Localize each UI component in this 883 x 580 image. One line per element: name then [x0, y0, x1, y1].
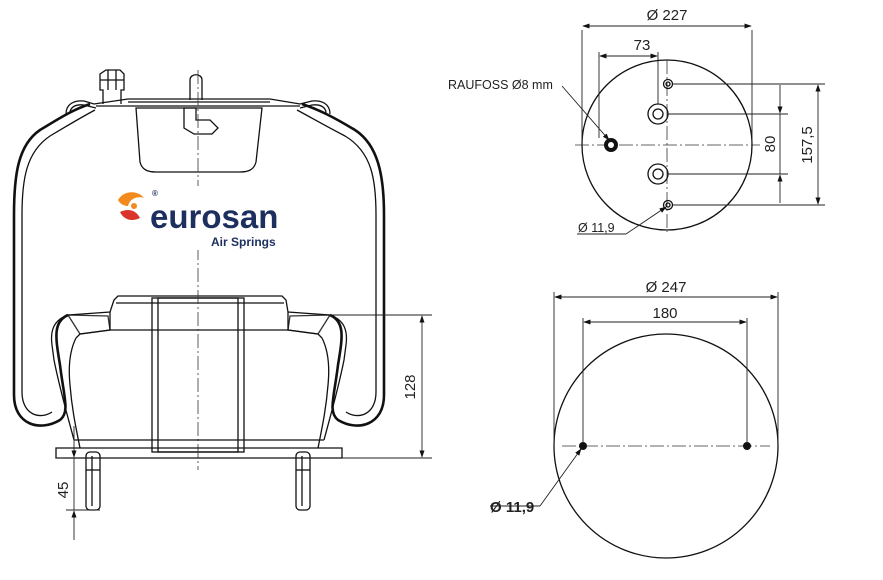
dim-hole-spacing: 157,5 [799, 126, 816, 164]
dim-bottom-diameter: Ø 247 [646, 279, 687, 296]
bellows-outline-right [301, 102, 386, 427]
dim-bottom-hole-spacing: 180 [652, 305, 677, 322]
top-plate-view: Ø 227 73 80 157,5 RAUFOSS Ø8 mm Ø 11,9 [448, 7, 825, 235]
logo-mark-icon [118, 192, 144, 220]
logo-subtitle: Air Springs [211, 235, 276, 249]
top-stud-upper [647, 103, 669, 125]
top-stud-lower [647, 163, 669, 185]
top-hole-diameter: Ø 11,9 [578, 221, 615, 235]
bottom-hole-diameter: Ø 11,9 [490, 499, 534, 516]
dim-top-diameter: Ø 227 [647, 7, 688, 24]
bumper-hatched [135, 107, 263, 173]
dim-height-128: 128 [402, 374, 419, 399]
top-hole-upper [662, 78, 674, 90]
bottom-hole-left [579, 442, 587, 450]
logo-wordmark: eurosan [150, 198, 278, 235]
bottom-stud-left [85, 451, 101, 511]
top-hole-lower [662, 199, 674, 211]
raufoss-note: RAUFOSS Ø8 mm [448, 78, 553, 92]
top-bead-plate [65, 98, 331, 115]
dim-stud-45: 45 [55, 482, 72, 499]
top-connector [99, 69, 125, 104]
bottom-stud-right [295, 451, 311, 511]
raufoss-connector [604, 138, 618, 152]
dim-stud-spacing: 80 [762, 136, 779, 153]
bottom-plate-view: Ø 247 180 Ø 11,9 [490, 279, 779, 559]
bottom-hole-right [743, 442, 751, 450]
piston [67, 295, 331, 316]
bellows-outline [12, 102, 91, 427]
eurosan-logo: ® eurosan Air Springs [108, 186, 290, 250]
registered-mark: ® [152, 189, 158, 198]
side-view: 128 45 [12, 69, 432, 540]
dim-top-offset: 73 [634, 37, 651, 54]
